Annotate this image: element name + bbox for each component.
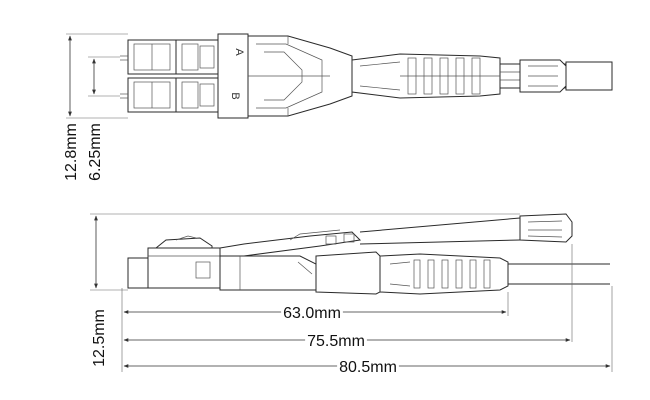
top-view: A B 12.8mm 6.25mm <box>62 33 613 183</box>
side-push-pull-tab <box>359 213 573 245</box>
duplex-clip-body <box>217 33 353 119</box>
label-background <box>86 121 105 183</box>
top-strain-relief-boot <box>351 53 501 99</box>
lower-lc-ferrule-housing <box>120 77 221 113</box>
upper-lc-ferrule-housing <box>120 39 221 75</box>
side-cable <box>508 263 610 285</box>
port-pitch-label: 6.25mm <box>87 123 104 181</box>
label-background <box>90 307 109 369</box>
side-strain-relief-boot <box>379 253 509 295</box>
side-main-body <box>219 251 381 295</box>
side-height-label: 12.5mm <box>91 309 108 367</box>
side-view: 12.5mm 63.0mm 75.5mm 80.5mm <box>90 213 613 377</box>
label-background <box>305 332 367 351</box>
length-mid-label: 75.5mm <box>307 333 365 350</box>
label-background <box>281 304 343 323</box>
length-short-label: 63.0mm <box>283 305 341 322</box>
length-overall-label: 80.5mm <box>339 359 397 376</box>
label-background <box>337 358 399 377</box>
overall-height-label: 12.8mm <box>63 123 80 181</box>
label-background <box>62 121 81 183</box>
port-a-label: A <box>233 48 245 56</box>
port-b-label: B <box>229 92 241 99</box>
top-cable <box>500 59 613 93</box>
side-ferrule-housing <box>127 235 221 289</box>
side-latch-lever <box>219 229 362 257</box>
